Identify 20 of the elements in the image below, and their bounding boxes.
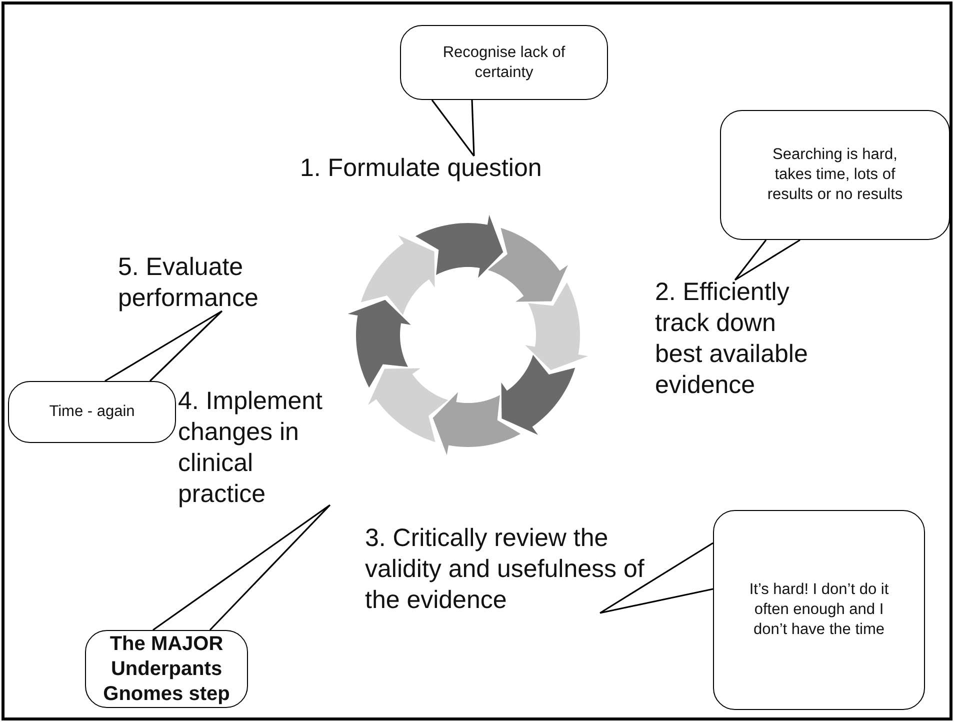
callout-text: Recognise lack of certainty [442,42,566,82]
step-label: 4. Implement changes in clinical practice [178,386,333,510]
speech-bubble [720,110,950,240]
step-label: 3. Critically review the validity and usefulness of the evidence [365,523,655,616]
speech-bubble [713,510,925,710]
callout-tail [431,99,475,157]
callout-tail [104,310,223,382]
callout-text: Searching is hard, takes time, lots of results or no results [766,145,904,205]
speech-bubble [8,381,176,443]
callout-text: It’s hard! I don’t do it often enough and I don’t have the time [748,580,890,640]
callout-text: The MAJOR Underpants Gnomes step [102,632,231,706]
callout-text: Time - again [49,402,135,422]
callout-tail [599,542,714,614]
step-label: 1. Formulate question [300,153,542,184]
step-label: 2. Efficiently track down best available evidence [655,277,827,401]
callout-tail [152,504,331,631]
callout-tail [734,239,801,281]
step-label: 5. Evaluate performance [118,252,318,314]
speech-bubble [85,630,248,708]
speech-bubble [400,25,608,100]
